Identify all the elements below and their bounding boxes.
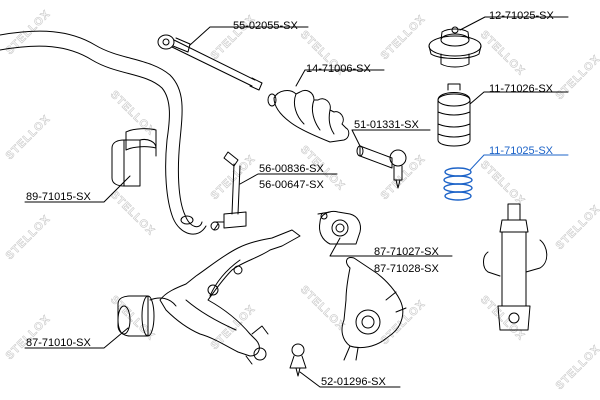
knuckle-drawing[interactable] <box>341 257 407 361</box>
part-label-87-71027[interactable]: 87-71027-SX <box>374 246 439 258</box>
part-label-11-71025[interactable]: 11-71025-SX <box>489 145 554 157</box>
part-label-12-71025[interactable]: 12-71025-SX <box>489 10 554 22</box>
stabilizer-link-drawing[interactable] <box>210 151 247 231</box>
part-label-51-01331[interactable]: 51-01331-SX <box>354 119 419 131</box>
part-label-87-71010[interactable]: 87-71010-SX <box>26 337 91 349</box>
part-label-56-00647[interactable]: 56-00647-SX <box>259 179 324 191</box>
boot-drawing[interactable] <box>267 89 350 143</box>
part-label-52-01296[interactable]: 52-01296-SX <box>321 376 386 388</box>
spring-pad-drawing[interactable] <box>443 167 473 201</box>
tie-rod-end-drawing[interactable] <box>356 145 407 189</box>
strut-mount-drawing[interactable] <box>428 26 482 68</box>
leader-lines <box>24 16 569 388</box>
part-label-87-71028[interactable]: 87-71028-SX <box>374 263 439 275</box>
part-label-56-00836[interactable]: 56-00836-SX <box>259 163 324 175</box>
control-arm-drawing[interactable] <box>159 229 301 365</box>
part-label-14-71006[interactable]: 14-71006-SX <box>306 63 371 75</box>
silent-block-drawing[interactable] <box>117 295 177 337</box>
arm-bushing-drawing[interactable] <box>317 211 361 245</box>
part-label-11-71026[interactable]: 11-71026-SX <box>489 83 554 95</box>
bump-stop-drawing[interactable] <box>437 83 471 147</box>
strut-drawing[interactable] <box>483 203 548 331</box>
stabilizer-bush-drawing[interactable] <box>111 128 157 187</box>
part-label-55-02055[interactable]: 55-02055-SX <box>233 20 298 32</box>
stabilizer-bar[interactable] <box>0 30 207 235</box>
part-label-89-71015[interactable]: 89-71015-SX <box>26 191 91 203</box>
tie-rod-drawing[interactable] <box>157 34 263 91</box>
ball-joint-drawing[interactable] <box>253 343 307 377</box>
